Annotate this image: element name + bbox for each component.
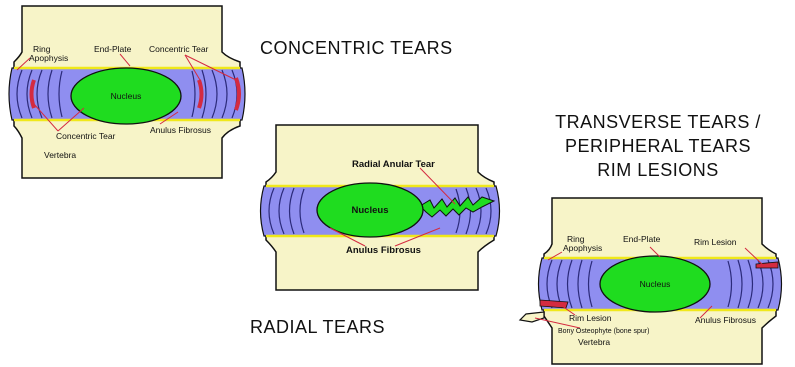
rim-lesion-top-label: Rim Lesion bbox=[694, 237, 737, 247]
anulus-fibrosus-label: Anulus Fibrosus bbox=[695, 315, 756, 325]
concentric-tear-bottom-label: Concentric Tear bbox=[56, 131, 116, 141]
panel-radial: Nucleus Radial Anular Tear Anulus Fibros… bbox=[261, 125, 500, 290]
title-transverse-2: PERIPHERAL TEARS bbox=[565, 136, 751, 156]
title-concentric: CONCENTRIC TEARS bbox=[260, 38, 453, 58]
anulus-fibrosus-label: Anulus Fibrosus bbox=[346, 245, 421, 256]
anulus-fibrosus-label: Anulus Fibrosus bbox=[150, 125, 211, 135]
rim-lesion-bottom-label: Rim Lesion bbox=[569, 313, 612, 323]
bony-osteophyte-label: Bony Osteophyte (bone spur) bbox=[558, 328, 649, 335]
bone-spur bbox=[520, 312, 544, 322]
nucleus-label: Nucleus bbox=[352, 205, 389, 216]
title-radial: RADIAL TEARS bbox=[250, 317, 385, 337]
title-transverse-3: RIM LESIONS bbox=[597, 160, 719, 180]
panel-transverse: TRANSVERSE TEARS / PERIPHERAL TEARS RIM … bbox=[520, 112, 782, 364]
nucleus-label: Nucleus bbox=[111, 91, 142, 101]
vertebra-label: Vertebra bbox=[44, 150, 76, 160]
title-transverse-1: TRANSVERSE TEARS / bbox=[555, 112, 761, 132]
concentric-tear-top-label: Concentric Tear bbox=[149, 44, 209, 54]
end-plate-label: End-Plate bbox=[623, 234, 661, 244]
nucleus-label: Nucleus bbox=[640, 279, 671, 289]
lower-vertebra bbox=[266, 232, 494, 290]
apophysis-label: Apophysis bbox=[29, 53, 68, 63]
panel-concentric: Nucleus Ring Apophysis End-Plate Concent… bbox=[9, 6, 245, 178]
vertebra-label: Vertebra bbox=[578, 337, 610, 347]
apophysis-label: Apophysis bbox=[563, 243, 602, 253]
upper-vertebra bbox=[266, 125, 494, 190]
end-plate-label: End-Plate bbox=[94, 44, 132, 54]
radial-anular-tear-label: Radial Anular Tear bbox=[352, 159, 435, 170]
